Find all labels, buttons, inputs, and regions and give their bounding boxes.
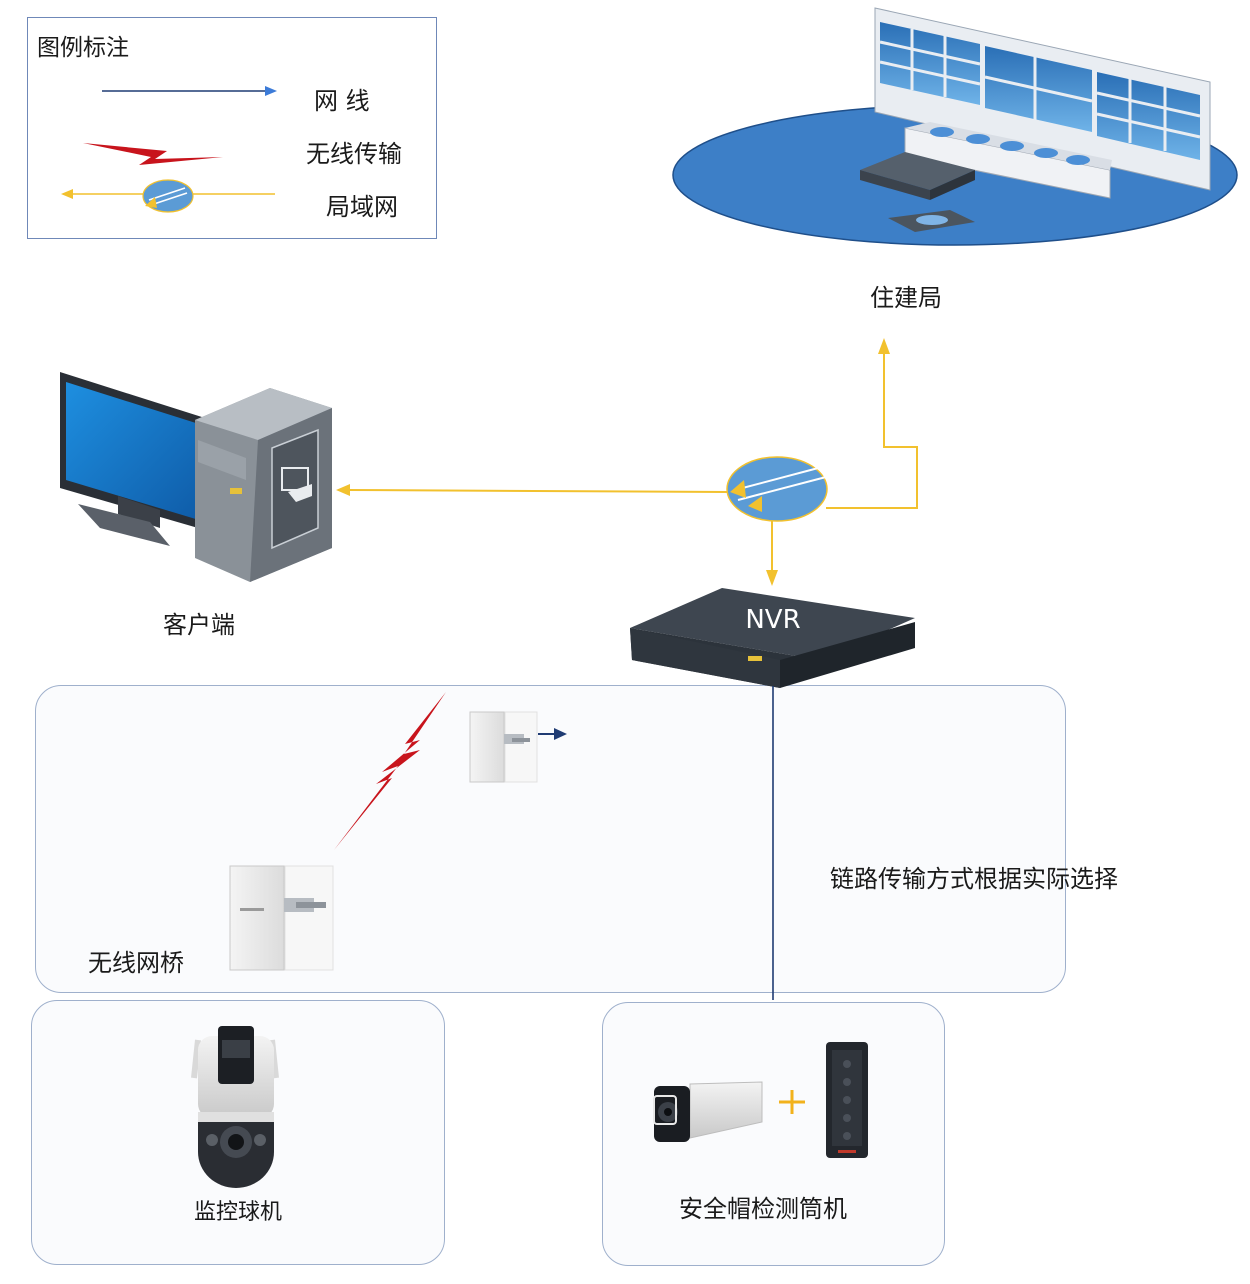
arrow-to-nvr [766, 570, 778, 586]
bureau-command-center-icon [672, 7, 1238, 246]
legend-box [27, 17, 437, 239]
nvr-label: NVR [745, 605, 800, 635]
legend-title: 图例标注 [37, 35, 129, 61]
arrow-to-bureau [878, 338, 890, 354]
dome-camera-icon [191, 1026, 279, 1188]
plus-icon [779, 1090, 805, 1114]
arrow-to-client [336, 484, 350, 496]
legend-lan-icon [61, 179, 275, 213]
nvr-device-icon [630, 588, 915, 688]
dome-camera-label: 监控球机 [194, 1200, 283, 1225]
legend-cable-icon [102, 86, 277, 96]
client-label: 客户端 [163, 611, 235, 639]
legend-label-lan: 局域网 [326, 193, 398, 221]
wireless-bridge-label: 无线网桥 [88, 949, 184, 977]
link-annotation: 链路传输方式根据实际选择 [830, 865, 1118, 893]
wireless-bridge-small-icon [469, 711, 567, 783]
legend-symbols [61, 86, 277, 213]
legend-wireless-icon [83, 143, 223, 165]
wireless-transmission-icon [334, 692, 446, 850]
client-computer-icon [60, 372, 332, 582]
helmet-camera-label: 安全帽检测筒机 [679, 1195, 847, 1223]
legend-label-cable: 网 线 [314, 87, 370, 115]
lan-switch-icon [726, 456, 828, 522]
legend-label-wireless: 无线传输 [306, 140, 402, 168]
bureau-label: 住建局 [870, 284, 942, 312]
wireless-bridge-large-icon [229, 865, 334, 971]
lan-links [347, 352, 918, 574]
bullet-camera-icon [653, 1081, 763, 1142]
wireless-bridge-group [35, 685, 1066, 993]
helmet-detection-module-icon [826, 1042, 868, 1158]
